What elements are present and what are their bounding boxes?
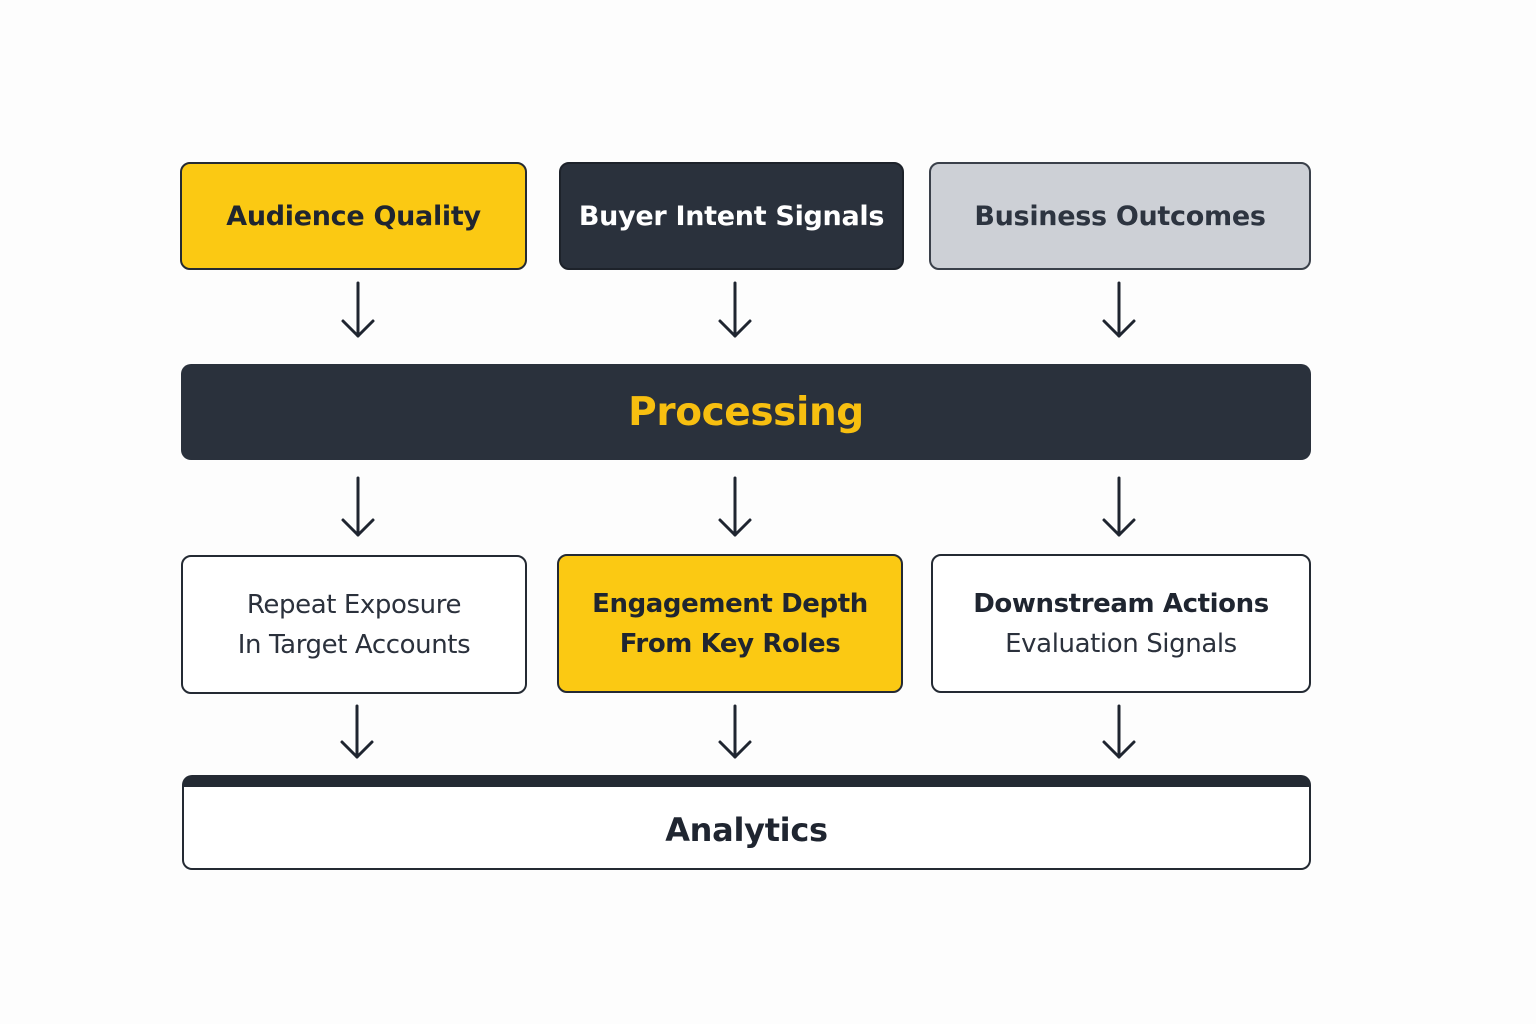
business-outcomes-box: Business Outcomes bbox=[929, 162, 1311, 270]
analytics-box: Analytics bbox=[182, 775, 1311, 870]
engagement-depth-box: Engagement Depth From Key Roles bbox=[557, 554, 903, 693]
arrow-down-icon bbox=[1102, 281, 1136, 338]
arrow-down-icon bbox=[1102, 704, 1136, 759]
repeat-exposure-box: Repeat Exposure In Target Accounts bbox=[181, 555, 527, 694]
arrow-down-icon bbox=[718, 281, 752, 338]
repeat-exposure-line2: In Target Accounts bbox=[237, 629, 471, 660]
arrow-down-icon bbox=[341, 281, 375, 338]
arrow-down-icon bbox=[718, 704, 752, 759]
downstream-actions-line2: Evaluation Signals bbox=[1005, 628, 1237, 659]
arrow-down-icon bbox=[1102, 476, 1136, 537]
buyer-intent-signals-label: Buyer Intent Signals bbox=[578, 200, 885, 232]
downstream-actions-box: Downstream Actions Evaluation Signals bbox=[931, 554, 1311, 693]
engagement-depth-line2: From Key Roles bbox=[619, 628, 841, 659]
business-outcomes-label: Business Outcomes bbox=[974, 200, 1266, 232]
engagement-depth-line1: Engagement Depth bbox=[592, 588, 868, 619]
arrow-down-icon bbox=[718, 476, 752, 537]
downstream-actions-line1: Downstream Actions bbox=[973, 588, 1269, 619]
processing-label: Processing bbox=[628, 389, 864, 435]
arrow-down-icon bbox=[340, 704, 374, 759]
audience-quality-label: Audience Quality bbox=[226, 200, 481, 232]
buyer-intent-signals-box: Buyer Intent Signals bbox=[559, 162, 904, 270]
audience-quality-box: Audience Quality bbox=[180, 162, 527, 270]
arrow-down-icon bbox=[341, 476, 375, 537]
analytics-label: Analytics bbox=[665, 810, 828, 849]
repeat-exposure-line1: Repeat Exposure bbox=[246, 589, 462, 620]
processing-bar: Processing bbox=[181, 364, 1311, 460]
